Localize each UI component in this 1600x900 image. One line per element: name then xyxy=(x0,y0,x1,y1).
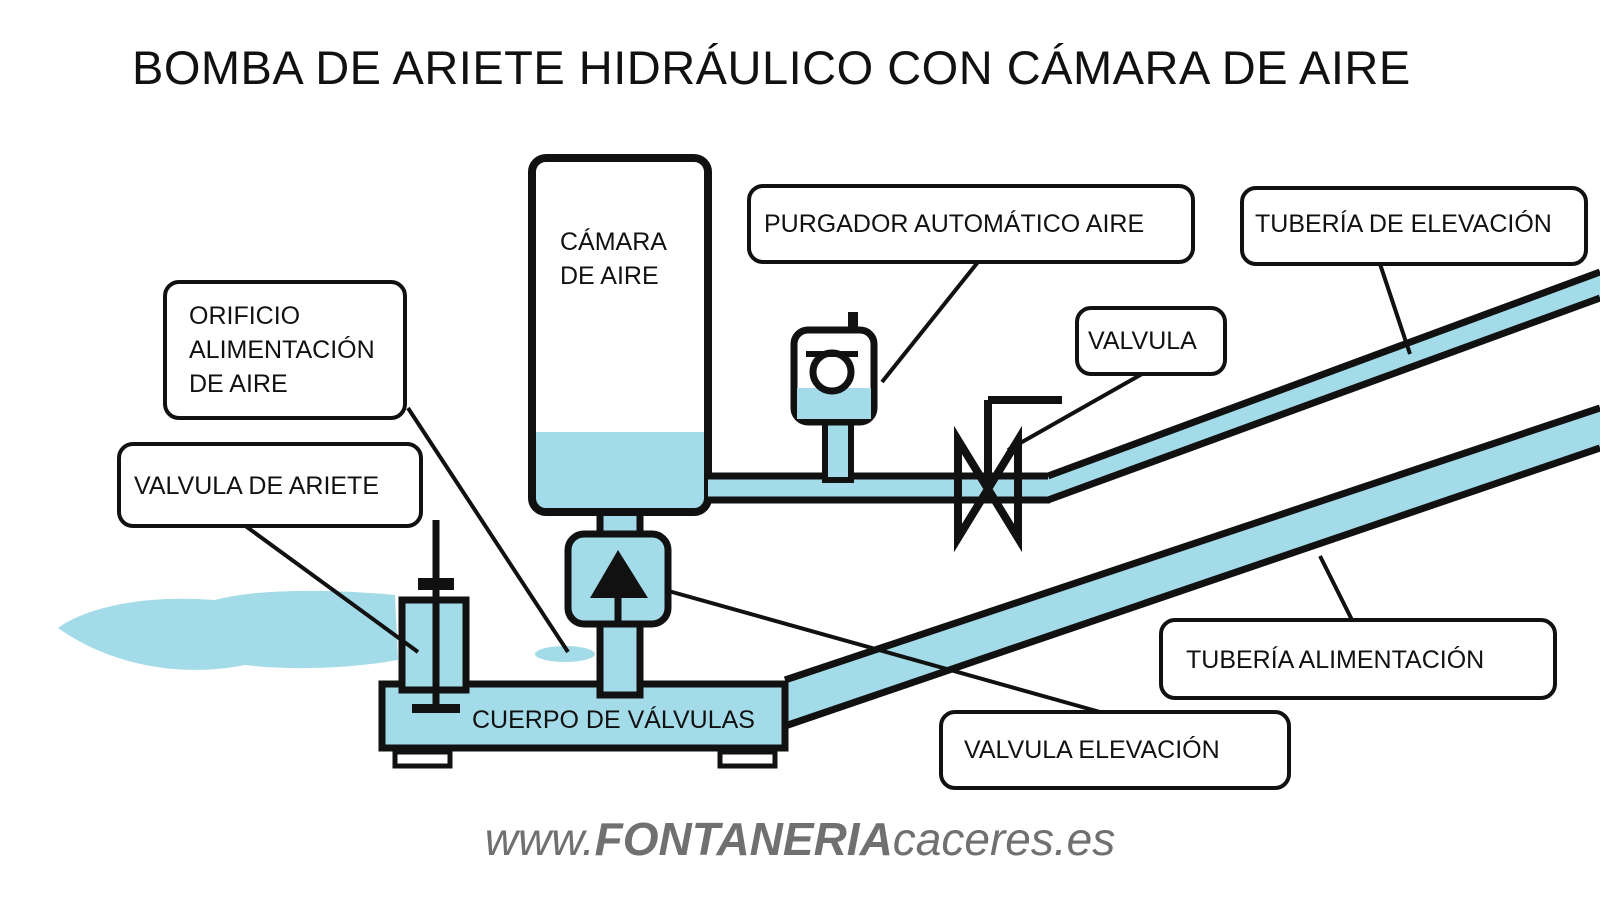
outlet-pipe xyxy=(708,472,1050,504)
label-purgador: PURGADOR AUTOMÁTICO AIRE xyxy=(764,209,1144,238)
label-boxes xyxy=(117,184,1588,790)
label-valvula-elevacion: VALVULA ELEVACIÓN xyxy=(964,735,1220,764)
valve-body xyxy=(378,680,789,769)
footer-suffix: caceres.es xyxy=(892,813,1116,865)
label-valvula-ariete: VALVULA DE ARIETE xyxy=(134,472,379,500)
purgador-label-box xyxy=(747,184,1195,264)
website-footer: www.FONTANERIAcaceres.es xyxy=(0,812,1600,866)
tuberia-elevacion-label-box xyxy=(1240,186,1588,266)
orificio-label-box xyxy=(163,280,407,420)
leader-lines xyxy=(238,260,1412,714)
riser-pipe xyxy=(564,501,672,699)
label-orificio-2: ALIMENTACIÓN xyxy=(189,335,375,364)
valvula-ariete-label-box xyxy=(117,442,423,528)
label-tuberia-elevacion: TUBERÍA DE ELEVACIÓN xyxy=(1255,209,1552,238)
label-cuerpo-valvulas: CUERPO DE VÁLVULAS xyxy=(472,705,755,734)
label-orificio-3: DE AIRE xyxy=(189,370,288,398)
air-purger xyxy=(790,312,878,483)
ram-valve xyxy=(398,520,470,713)
tuberia-alimentacion-label-box xyxy=(1159,618,1557,700)
label-valvula: VALVULA xyxy=(1088,327,1197,355)
label-orificio-1: ORIFICIO xyxy=(189,302,300,330)
diagram-title: BOMBA DE ARIETE HIDRÁULICO CON CÁMARA DE… xyxy=(132,41,1411,94)
label-tuberia-alimentacion: TUBERÍA ALIMENTACIÓN xyxy=(1186,645,1484,674)
water-splash xyxy=(58,590,595,670)
label-camara-1: CÁMARA xyxy=(560,227,667,256)
outlet-valve xyxy=(954,396,1062,553)
check-valve-arrow-icon xyxy=(590,550,648,598)
valvula-elevacion-label-box xyxy=(939,710,1291,790)
footer-brand: FONTANERIA xyxy=(594,813,893,865)
air-chamber xyxy=(528,154,712,516)
elevation-pipe xyxy=(1046,268,1600,504)
footer-prefix: www. xyxy=(484,813,595,865)
label-camara-2: DE AIRE xyxy=(560,262,659,290)
valvula-label-box xyxy=(1075,306,1227,376)
supply-pipe xyxy=(783,404,1600,730)
